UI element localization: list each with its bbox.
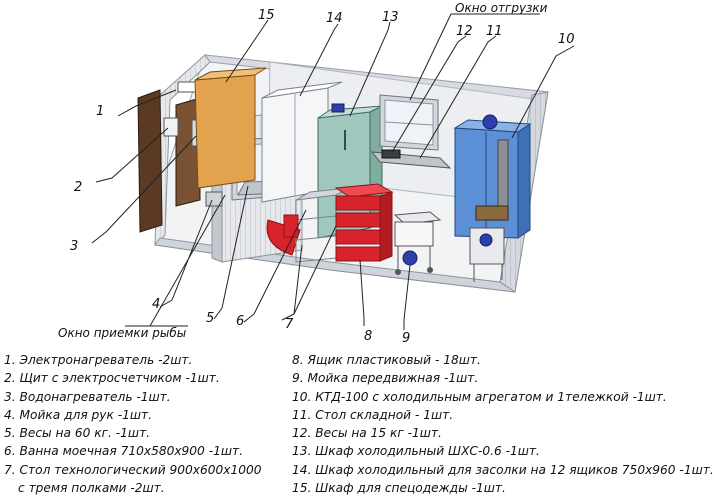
callout-10: 10 — [558, 32, 575, 47]
legend-item: 3. Водонагреватель -1шт. — [4, 389, 171, 404]
callout-11: 11 — [486, 24, 503, 39]
callout-15: 15 — [258, 8, 275, 23]
callout-9: 9 — [402, 331, 410, 346]
callout-1: 1 — [96, 104, 104, 119]
legend-right-column: 8. Ящик пластиковый - 18шт. 9. Мойка пер… — [292, 351, 714, 497]
plastic-crates — [283, 183, 394, 262]
callout-7: 7 — [285, 317, 294, 332]
legend-left-column: 1. Электронагреватель -2шт. 2. Щит с эле… — [4, 351, 289, 497]
ktd-100-unit — [453, 114, 532, 282]
legend-item: 12. Весы на 15 кг -1шт. — [292, 426, 442, 441]
callout-numbers: 1 2 3 4 5 6 7 8 9 10 11 12 13 14 15 — [70, 8, 575, 346]
diagram: 1 2 3 4 5 6 7 8 9 10 11 12 13 14 15 Окно… — [4, 1, 714, 497]
legend-item-continuation: с тремя полками -2шт. — [18, 481, 165, 496]
legend-item: 11. Стол складной - 1шт. — [292, 407, 454, 422]
legend-item: 13. Шкаф холодильный ШХС-0.6 -1шт. — [292, 444, 540, 459]
legend-item: 4. Мойка для рук -1шт. — [4, 407, 152, 422]
hand-sink — [205, 191, 223, 207]
mobile-sink — [393, 211, 442, 275]
callout-8: 8 — [364, 329, 372, 344]
callout-3: 3 — [70, 239, 78, 254]
wardrobe — [194, 74, 256, 189]
callout-12: 12 — [456, 24, 473, 39]
callout-5: 5 — [206, 311, 214, 326]
container-layout-drawing: 1 2 3 4 5 6 7 8 9 10 11 12 13 14 15 Окно… — [58, 1, 575, 346]
caption-receiving-window: Окно приемки рыбы — [58, 326, 186, 340]
legend-item: 14. Шкаф холодильный для засолки на 12 я… — [292, 462, 714, 477]
legend-item: 5. Весы на 60 кг. -1шт. — [4, 426, 151, 441]
callout-13: 13 — [382, 10, 399, 25]
legend-item: 6. Ванна моечная 710х580х900 -1шт. — [4, 444, 243, 459]
electric-heater — [177, 81, 197, 93]
callout-6: 6 — [236, 314, 244, 329]
callout-4: 4 — [152, 297, 160, 312]
callout-14: 14 — [326, 11, 343, 26]
tech-tables — [295, 187, 351, 263]
legend-item: 2. Щит с электросчетчиком -1шт. — [4, 371, 220, 386]
legend-item: 9. Мойка передвижная -1шт. — [292, 371, 479, 386]
legend-item: 10. КТД-100 с холодильным агрегатом и 1т… — [292, 389, 667, 404]
legend-item: 1. Электронагреватель -2шт. — [4, 353, 193, 367]
legend-item: 7. Стол технологический 900х600х1000 — [4, 462, 262, 477]
legend-item: 8. Ящик пластиковый - 18шт. — [292, 353, 481, 367]
leader-lines — [91, 13, 575, 330]
callout-2: 2 — [74, 180, 82, 195]
electric-meter-panel — [163, 117, 179, 137]
legend-item: 15. Шкаф для спецодежды -1шт. — [292, 481, 506, 496]
scale-15kg — [381, 149, 401, 159]
caption-shipping-window: Окно отгрузки — [455, 1, 548, 15]
